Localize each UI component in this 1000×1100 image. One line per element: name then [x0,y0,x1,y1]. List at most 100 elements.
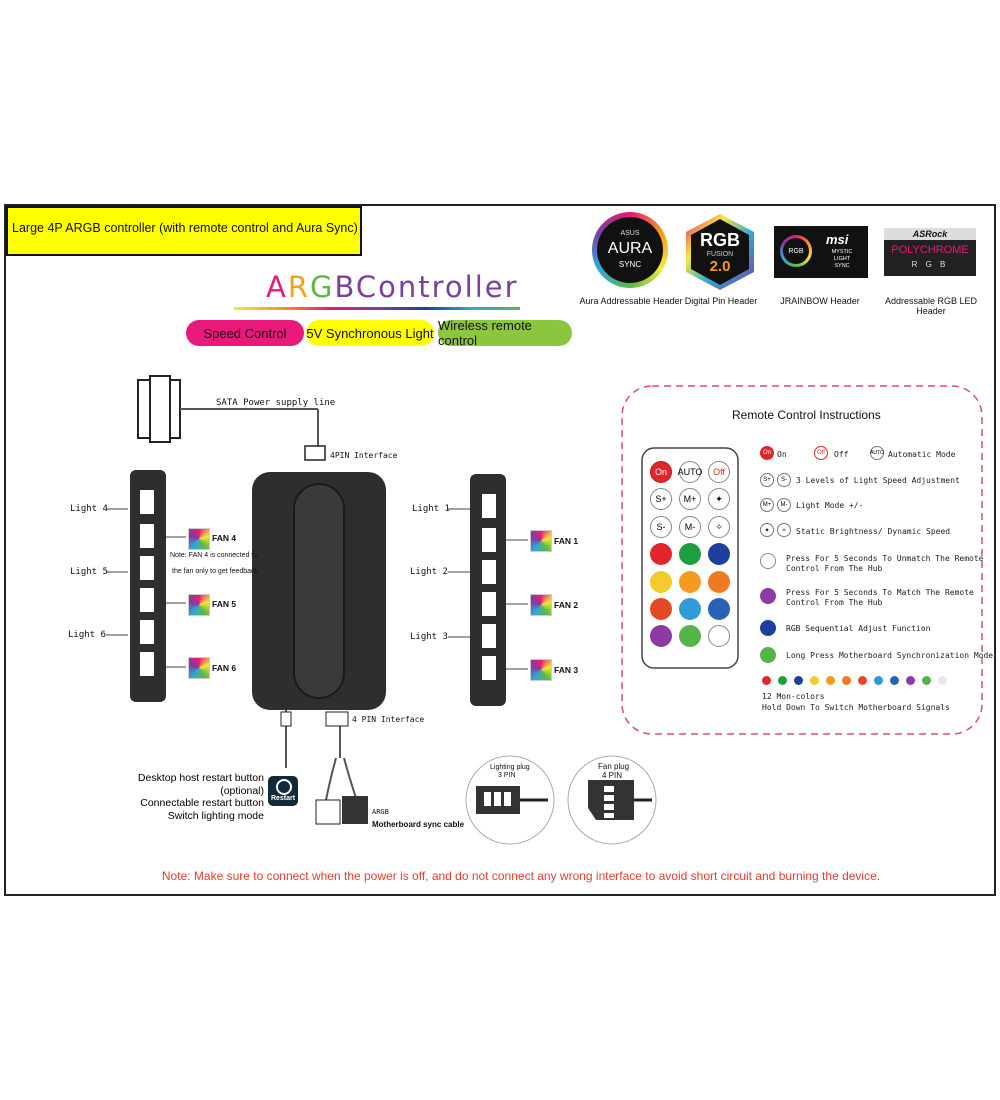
remote-color-white[interactable] [708,625,730,647]
product-title: Large 4P ARGB controller (with remote co… [12,221,358,235]
dynamic-speed-icon: ✧ [777,523,791,537]
right-light-2: Light 2 [410,567,448,577]
sata-connector [137,375,326,461]
remote-color-royal[interactable] [708,598,730,620]
color-dot [842,676,851,685]
logo-rgb-fusion: RGB FUSION 2.0 [682,212,758,292]
remote-color-orange[interactable] [708,571,730,593]
remote-color-green[interactable] [679,543,701,565]
aura-text: AURA [607,240,653,257]
instr-on: On [777,450,787,459]
logo-caption-fusion: Digital Pin Header [684,296,758,306]
fusion-text: FUSION [706,251,734,258]
footer-warning: Note: Make sure to connect when the powe… [161,869,881,883]
restart-label-3: Switch lighting mode [167,809,264,822]
remote-auto-button[interactable]: AUTO [678,461,702,483]
color-dot [938,676,947,685]
title-letter-g: G [310,270,335,304]
tag-wireless: Wireless remote control [438,318,572,348]
tag-5v-sync: 5V Synchronous Light [306,320,434,346]
instr-auto: Automatic Mode [888,450,956,459]
title-letter-a: A [266,270,288,304]
restart-label-2: Connectable restart button [140,797,264,809]
hold-down-label: Hold Down To Switch Motherboard Signals [762,703,950,712]
remote-speed-down-button[interactable]: S- [650,516,672,538]
logo-caption-asrock: Addressable RGB LED Header [884,296,978,316]
pin4-bottom-label: 4 PIN Interface [352,715,425,724]
color-dot [890,676,899,685]
sync-cable-label: Motherboard sync cable [372,820,465,829]
mode-down-icon: M- [777,498,791,512]
remote-off-button[interactable]: Off [708,461,730,483]
remote-color-blue[interactable] [708,543,730,565]
msi-light: LIGHT [833,256,851,262]
right-light-strip [448,474,528,706]
color-dot [826,676,835,685]
pin4-top-label: 4PIN Interface [330,451,398,460]
msi-mystic: MYSTIC [831,249,853,255]
remote-color-yellow[interactable] [650,571,672,593]
remote-mode-down-button[interactable]: M- [679,516,701,538]
fan-3-label: FAN 3 [554,665,579,675]
lighting-plug-pins: 3 PIN [498,772,516,779]
fan-2-icon [530,594,552,616]
color-dot [906,676,915,685]
left-light-strip [106,470,186,702]
fan-2-label: FAN 2 [554,600,579,610]
polychrome-text: POLYCHROME [891,244,969,256]
restart-icon-text: Restart [270,795,296,802]
fan-5-label: FAN 5 [212,599,237,609]
fan-3-icon [530,659,552,681]
color-dot [762,676,771,685]
left-light-6: Light 6 [68,630,106,640]
remote-color-red-orange[interactable] [650,598,672,620]
aura-sync-text: SYNC [618,260,642,269]
lighting-plug-illustration [465,755,555,845]
logo-caption-aura: Aura Addressable Header [579,296,683,306]
white-button-icon [760,553,776,569]
fan4-note-line2: the fan only to get feedback [172,568,259,575]
asus-brand: ASUS [620,230,640,237]
instr-white-line1: Press For 5 Seconds To Unmatch The Remot… [786,554,984,563]
off-icon: Off [814,446,828,460]
speed-down-icon: S- [777,473,791,487]
remote-color-amber[interactable] [679,571,701,593]
remote-color-sky[interactable] [679,598,701,620]
remote-color-lime[interactable] [679,625,701,647]
blue-button-icon [760,620,776,636]
right-light-3: Light 3 [410,632,448,642]
remote-on-button[interactable]: On [650,461,672,483]
asrock-brand: ASRock [884,228,976,240]
rgb-text: RGB [700,230,740,250]
fan-5-icon [188,594,210,616]
purple-button-icon [760,588,776,604]
msi-sync: SYNC [834,263,850,269]
left-light-4: Light 4 [70,504,108,514]
remote-mode-up-button[interactable]: M+ [679,488,701,510]
restart-button-icon: Restart [268,776,298,806]
remote-color-purple[interactable] [650,625,672,647]
instr-mode: Light Mode +/- [796,501,864,510]
color-dot [810,676,819,685]
fan-1-icon [530,530,552,552]
remote-speed-up-button[interactable]: S+ [650,488,672,510]
sata-power-label: Power supply line [243,398,336,408]
color-dot [794,676,803,685]
remote-dynamic-speed-button[interactable]: ✧ [708,516,730,538]
product-title-box [6,206,362,256]
logo-asrock: ASRock POLYCHROME R G B [884,228,976,276]
title-letter-r: R [287,270,310,304]
logo-asus-aura: ASUS AURA SYNC [592,212,668,288]
sata-label: SATA Power supply line [216,398,336,408]
instr-white-line2: Control From The Hub [786,564,883,573]
remote-brightness-button[interactable]: ✦ [708,488,730,510]
mode-up-icon: M+ [760,498,774,512]
color-dot [874,676,883,685]
auto-icon: AUTO [870,446,884,460]
non-colors-label: 12 Mon-colors [762,692,825,701]
fan-6-label: FAN 6 [212,663,237,673]
restart-labels: Desktop host restart button (optional) C… [104,772,264,822]
remote-color-red[interactable] [650,543,672,565]
title-word-controller: Controller [355,270,519,304]
